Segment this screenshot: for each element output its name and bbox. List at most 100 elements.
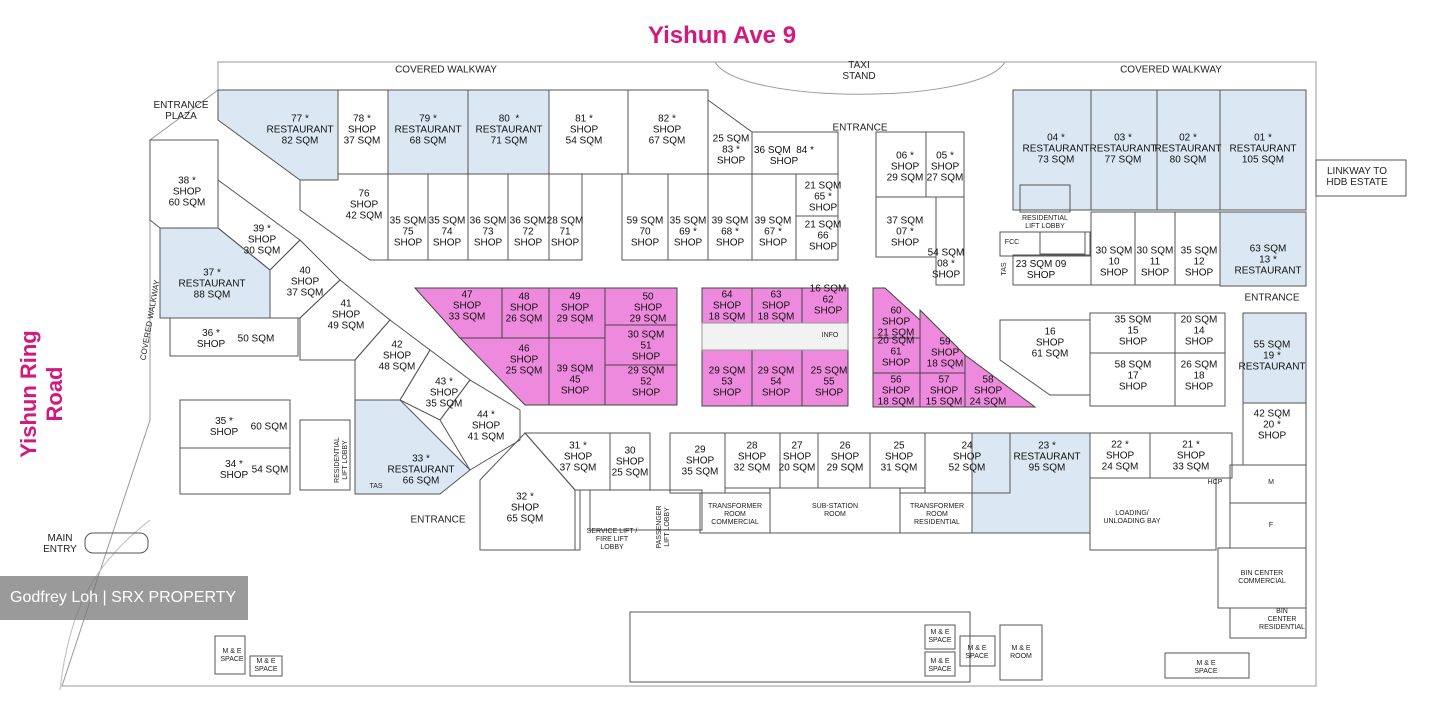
unit-66: 21 SQM 66 SHOP: [804, 219, 842, 253]
unit-56: 56 SHOP 18 SQM: [877, 374, 915, 408]
covered-walkway-top-left: COVERED WALKWAY: [395, 64, 497, 76]
unit-25: 25 SHOP 31 SQM: [880, 440, 918, 474]
unit-60: 60 SHOP 21 SQM: [877, 305, 915, 339]
unit-71: 28 SQM 71 SHOP: [546, 215, 584, 249]
unit-65: 21 SQM 65 * SHOP: [804, 180, 842, 214]
unit-68: 39 SQM 68 * SHOP: [711, 215, 749, 249]
me-space-2: M & E SPACE: [254, 658, 278, 673]
me-space-5: M & E SPACE: [965, 645, 989, 660]
unit-38: 38 * SHOP 60 SQM: [168, 175, 206, 209]
pink-units: [413, 287, 1037, 408]
unit-52: 29 SQM 52 SHOP: [627, 365, 665, 399]
f-label: F: [1268, 522, 1274, 529]
unit-72: 36 SQM 72 SHOP: [509, 215, 547, 249]
residential-lift-lobby-1: RESIDENTIAL LIFT LOBBY: [1022, 215, 1068, 230]
shop-units: [84, 89, 1407, 683]
entrance-top-label: ENTRANCE: [832, 122, 888, 134]
unit-06: 06 * SHOP 29 SQM: [886, 150, 924, 184]
unit-30: 30 SHOP 25 SQM: [611, 445, 649, 479]
unit-21: 21 * SHOP 33 SQM: [1172, 439, 1210, 473]
unit-40: 40 SHOP 37 SQM: [286, 265, 324, 299]
substation-label: SUB-STATION ROOM: [811, 503, 859, 518]
unit-10: 30 SQM 10 SHOP: [1095, 245, 1133, 279]
fcc-label: FCC: [1004, 239, 1020, 246]
unit-12: 35 SQM 12 SHOP: [1180, 245, 1218, 279]
unit-37: 37 * RESTAURANT 88 SQM: [178, 267, 246, 301]
info-label: INFO: [821, 332, 839, 339]
unit-22: 22 * SHOP 24 SQM: [1101, 439, 1139, 473]
unit-34: 34 * SHOP: [219, 459, 249, 481]
unit-19: 55 SQM 19 * RESTAURANT: [1238, 339, 1306, 373]
unit-15: 35 SQM 15 SHOP: [1114, 314, 1152, 348]
unit-54: 29 SQM 54 SHOP: [757, 365, 795, 399]
bin-commercial-label: BIN CENTER COMMERCIAL: [1238, 570, 1286, 585]
unit-35b: 60 SQM: [250, 421, 288, 433]
unit-35: 35 * SHOP: [209, 416, 239, 438]
unit-27: 27 SHOP 20 SQM: [778, 440, 816, 474]
unit-39: 39 * SHOP 30 SQM: [243, 223, 281, 257]
unit-08: 54 SQM 08 * SHOP: [927, 247, 965, 281]
unit-17: 58 SQM 17 SHOP: [1114, 359, 1152, 393]
unit-70: 59 SQM 70 SHOP: [626, 215, 664, 249]
unit-73: 36 SQM 73 SHOP: [469, 215, 507, 249]
unit-01: 01 * RESTAURANT 105 SQM: [1229, 132, 1297, 166]
taxi-stand-curve: [714, 61, 1006, 95]
tas-label-2: TAS: [369, 483, 383, 490]
unit-28: 28 SHOP 32 SQM: [733, 440, 771, 474]
unit-46: 46 SHOP 25 SQM: [505, 343, 543, 377]
main-entry-label: MAIN ENTRY: [43, 533, 77, 555]
road-yishun-ave-9: Yishun Ave 9: [648, 22, 797, 49]
unit-36b: 50 SQM: [237, 333, 275, 345]
transformer-commercial-label: TRANSFORMER ROOM COMMERCIAL: [707, 503, 763, 526]
unit-20: 42 SQM 20 * SHOP: [1253, 408, 1291, 442]
unit-57: 57 SHOP 15 SQM: [925, 374, 963, 408]
unit-53: 29 SQM 53 SHOP: [708, 365, 746, 399]
unit-18: 26 SQM 18 SHOP: [1180, 359, 1218, 393]
unit-61: 20 SQM 61 SHOP: [877, 335, 915, 369]
linkway-label: LINKWAY TO HDB ESTATE: [1326, 166, 1388, 188]
entrance-right-label: ENTRANCE: [1244, 292, 1300, 304]
unit-26: 26 SHOP 29 SQM: [826, 440, 864, 474]
me-room: M & E ROOM: [1010, 645, 1032, 660]
unit-63: 63 SHOP 18 SQM: [757, 289, 795, 323]
unit-41: 41 SHOP 49 SQM: [327, 298, 365, 332]
unit-58: 58 SHOP 24 SQM: [969, 374, 1007, 408]
unit-29: 29 SHOP 35 SQM: [681, 444, 719, 478]
me-space-4: M & E SPACE: [928, 658, 952, 673]
unit-50: 50 SHOP 29 SQM: [629, 291, 667, 325]
watermark: Godfrey Loh | SRX PROPERTY: [0, 576, 248, 620]
passenger-lift-label: PASSENGER LIFT LOBBY: [656, 505, 671, 549]
unit-76: 76 SHOP 42 SQM: [345, 188, 383, 222]
unit-23: 23 * RESTAURANT 95 SQM: [1013, 440, 1081, 474]
unit-33: 33 * RESTAURANT 66 SQM: [387, 453, 455, 487]
transformer-residential-label: TRANSFORMER ROOM RESIDENTIAL: [909, 503, 965, 526]
unit-09: 23 SQM 09 SHOP: [1015, 259, 1067, 281]
covered-walkway-top-right: COVERED WALKWAY: [1120, 64, 1222, 76]
unit-34b: 54 SQM: [251, 464, 289, 476]
unit-44: 44 * SHOP 41 SQM: [467, 409, 505, 443]
unit-74: 35 SQM 74 SHOP: [428, 215, 466, 249]
unit-42: 42 SHOP 48 SQM: [378, 339, 416, 373]
entrance-bottom-label: ENTRANCE: [410, 514, 466, 526]
unit-11: 30 SQM 11 SHOP: [1136, 245, 1174, 279]
unit-36: 36 * SHOP: [196, 328, 226, 350]
site-outline: [61, 61, 1317, 687]
unit-49: 49 SHOP 29 SQM: [556, 291, 594, 325]
me-space-6: M & E SPACE: [1194, 660, 1218, 675]
bin-residential-label: BIN CENTER RESIDENTIAL: [1259, 608, 1305, 631]
unit-05: 05 * SHOP 27 SQM: [926, 150, 964, 184]
me-space-3: M & E SPACE: [928, 629, 952, 644]
loading-bay-label: LOADING/ UNLOADING BAY: [1103, 510, 1161, 525]
unit-45: 39 SQM 45 SHOP: [556, 363, 594, 397]
unit-75: 35 SQM 75 SHOP: [389, 215, 427, 249]
unit-51: 30 SQM 51 SHOP: [627, 329, 665, 363]
residential-lift-lobby-2: RESIDENTIAL LIFT LOBBY: [334, 437, 349, 483]
unit-03: 03 * RESTAURANT 77 SQM: [1089, 132, 1157, 166]
unit-80: 80 * RESTAURANT 71 SQM: [475, 113, 543, 147]
unit-78: 78 * SHOP 37 SQM: [343, 113, 381, 147]
unit-62: 16 SQM 62 SHOP: [809, 283, 847, 317]
unit-13: 63 SQM 13 * RESTAURANT: [1234, 243, 1302, 277]
unit-81: 81 * SHOP 54 SQM: [565, 113, 603, 147]
road-yishun-ring-road: Yishun Ring Road: [16, 330, 67, 458]
tas-label-1: TAS: [1001, 262, 1008, 276]
